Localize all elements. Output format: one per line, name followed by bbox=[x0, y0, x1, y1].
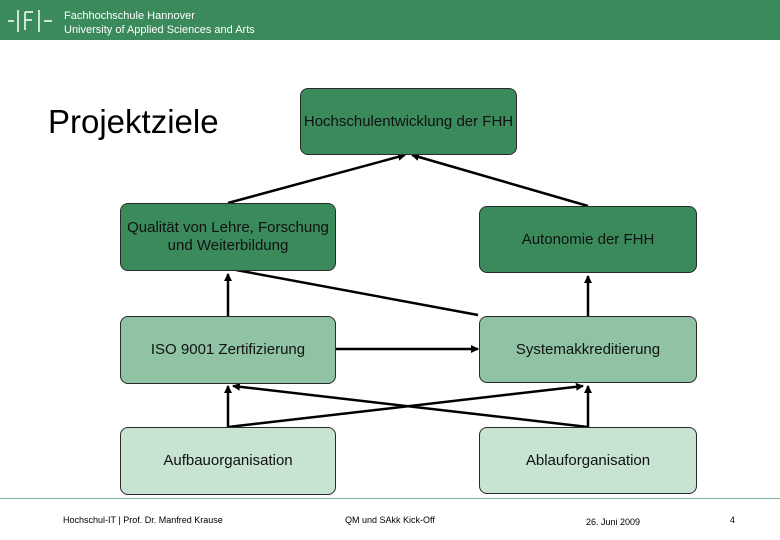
box-hochschulentwicklung-label: Hochschulentwicklung der FHH bbox=[303, 112, 514, 130]
footer-divider bbox=[0, 498, 780, 499]
slide-title: Projektziele bbox=[48, 103, 219, 140]
header-bar: Fachhochschule Hannover University of Ap… bbox=[0, 0, 780, 40]
institution-name-en: University of Applied Sciences and Arts bbox=[64, 24, 255, 36]
box-iso-zertifizierung: ISO 9001 Zertifizierung bbox=[120, 316, 336, 384]
box-ablauf-label: Ablauforganisation bbox=[525, 451, 651, 469]
box-ablauforganisation: Ablauforganisation bbox=[479, 427, 697, 494]
box-aufbau-label: Aufbauorganisation bbox=[163, 452, 293, 469]
box-qualitaet-label: Qualität von Lehre, Forschung und Weiter… bbox=[127, 219, 329, 254]
box-qualitaet: Qualität von Lehre, Forschung und Weiter… bbox=[120, 203, 336, 271]
fhh-logo-icon bbox=[8, 10, 52, 32]
box-autonomie-label: Autonomie der FHH bbox=[521, 230, 655, 248]
box-systemakkreditierung-label: Systemakkreditierung bbox=[515, 340, 661, 358]
box-autonomie: Autonomie der FHH bbox=[479, 206, 697, 273]
box-aufbauorganisation: Aufbauorganisation bbox=[120, 427, 336, 495]
footer-event: QM und SAkk Kick-Off bbox=[345, 515, 435, 525]
institution-name-de: Fachhochschule Hannover bbox=[64, 10, 195, 22]
footer-date: 26. Juni 2009 bbox=[586, 517, 641, 527]
box-iso-label: ISO 9001 Zertifizierung bbox=[150, 341, 306, 358]
footer-author: Hochschul-IT | Prof. Dr. Manfred Krause bbox=[63, 515, 223, 525]
box-systemakkreditierung: Systemakkreditierung bbox=[479, 316, 697, 383]
footer-page-number: 4 bbox=[730, 515, 736, 525]
box-hochschulentwicklung: Hochschulentwicklung der FHH bbox=[300, 88, 517, 155]
institution-name: Fachhochschule Hannover University of Ap… bbox=[64, 9, 255, 37]
